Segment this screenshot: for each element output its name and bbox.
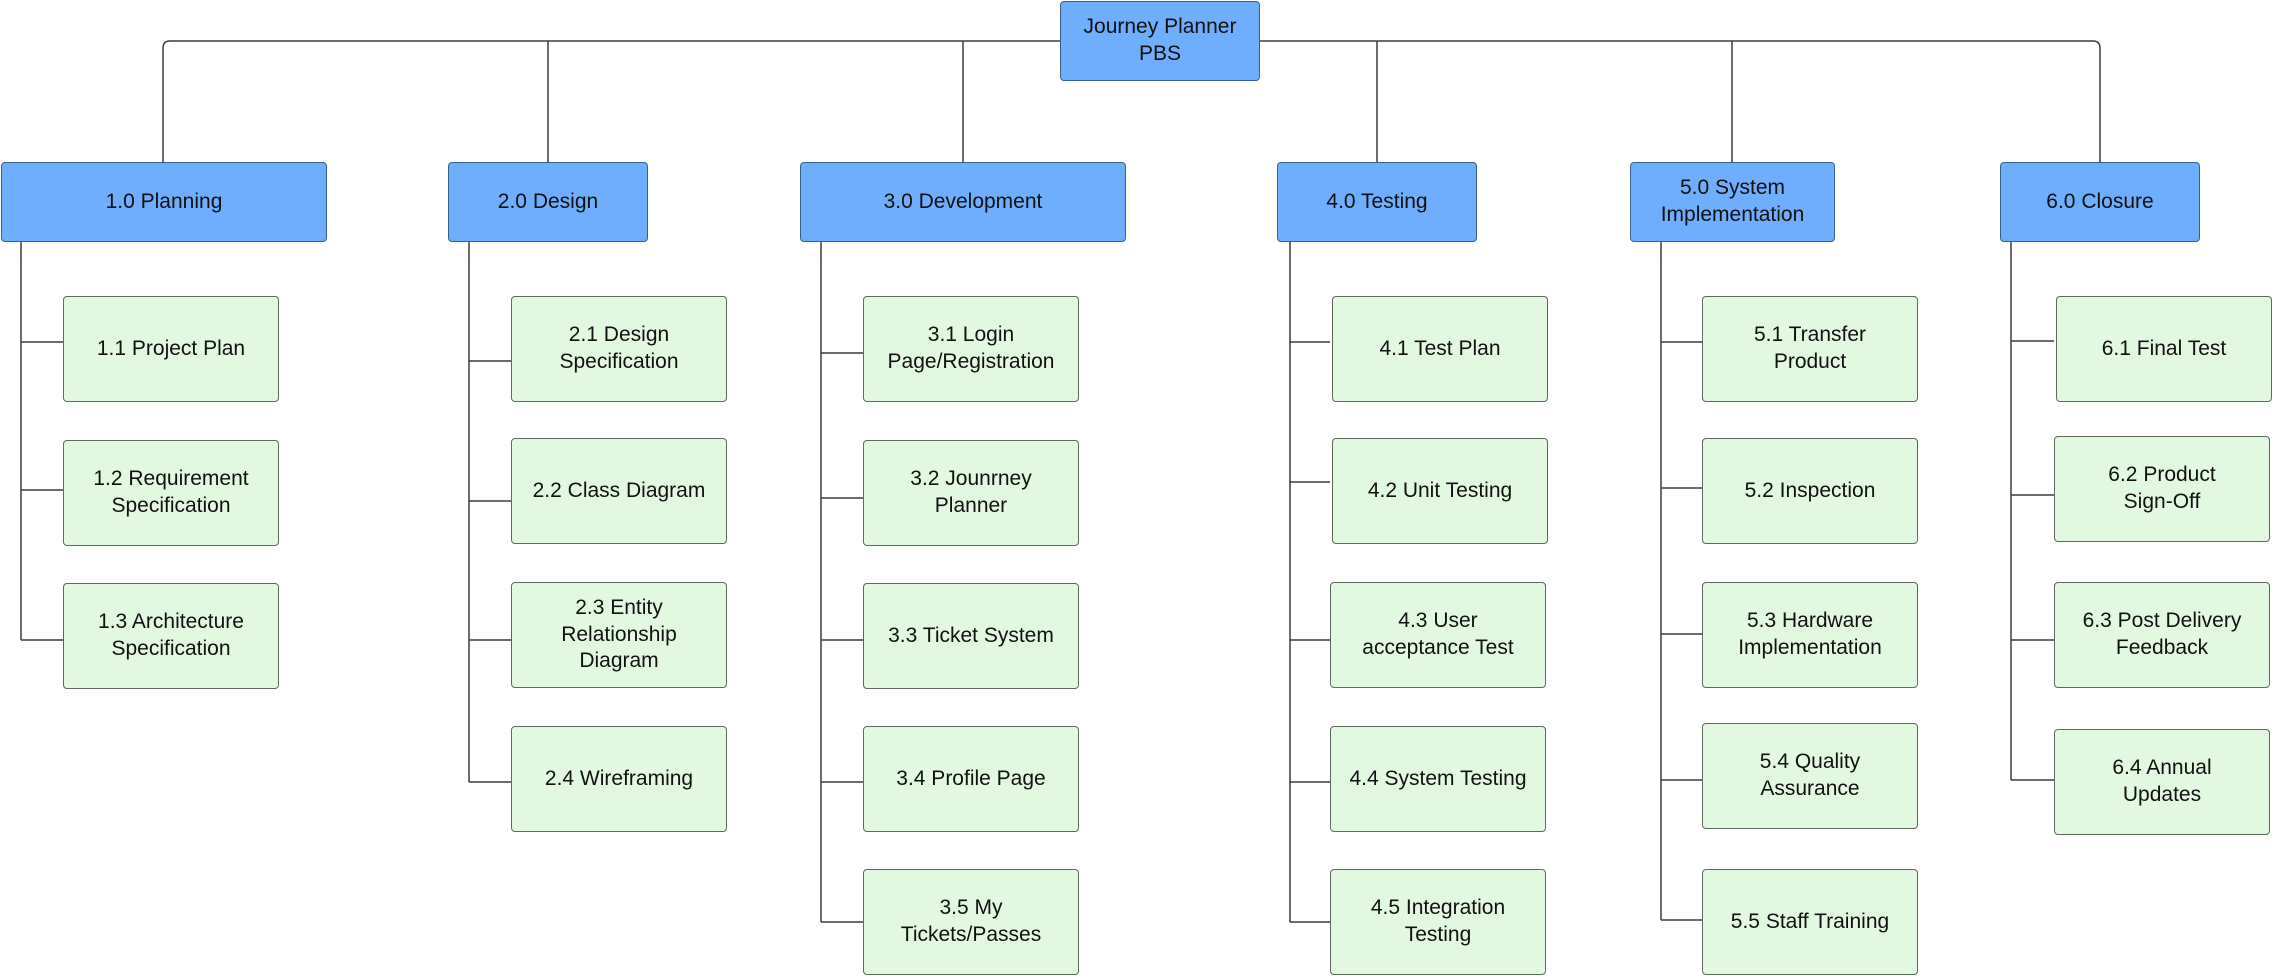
task-label: 6.2 Product Sign-Off xyxy=(2108,463,2216,513)
phase-label: 4.0 Testing xyxy=(1326,189,1428,213)
task-label: 3.3 Ticket System xyxy=(888,623,1054,647)
task-node: 6.3 Post Delivery Feedback xyxy=(2054,582,2270,688)
task-node: 5.3 Hardware Implementation xyxy=(1702,582,1918,688)
phase-node-closure: 6.0 Closure xyxy=(2000,162,2200,242)
task-node: 3.5 My Tickets/Passes xyxy=(863,869,1079,975)
task-label: 4.5 Integration Testing xyxy=(1370,896,1506,946)
task-label: 5.1 Transfer Product xyxy=(1753,323,1867,373)
task-node: 2.4 Wireframing xyxy=(511,726,727,832)
task-label: 3.5 My Tickets/Passes xyxy=(900,896,1042,946)
task-node: 1.2 Requirement Specification xyxy=(63,440,279,546)
task-node: 3.4 Profile Page xyxy=(863,726,1079,832)
task-node: 2.3 Entity Relationship Diagram xyxy=(511,582,727,688)
task-label: 4.3 User acceptance Test xyxy=(1362,609,1514,659)
task-node: 3.2 Jounrney Planner xyxy=(863,440,1079,546)
task-node: 6.2 Product Sign-Off xyxy=(2054,436,2270,542)
task-node: 4.1 Test Plan xyxy=(1332,296,1548,402)
task-label: 3.2 Jounrney Planner xyxy=(910,467,1032,517)
task-node: 4.3 User acceptance Test xyxy=(1330,582,1546,688)
task-label: 1.2 Requirement Specification xyxy=(93,467,249,517)
task-label: 2.2 Class Diagram xyxy=(532,478,706,502)
phase-node-system-implementation: 5.0 System Implementation xyxy=(1630,162,1835,242)
phase-label: 1.0 Planning xyxy=(105,189,223,213)
task-node: 5.1 Transfer Product xyxy=(1702,296,1918,402)
task-label: 1.3 Architecture Specification xyxy=(98,610,244,660)
root-node-label: Journey Planner PBS xyxy=(1083,15,1237,65)
task-node: 1.3 Architecture Specification xyxy=(63,583,279,689)
task-label: 5.5 Staff Training xyxy=(1730,909,1890,933)
task-node: 5.2 Inspection xyxy=(1702,438,1918,544)
task-node: 6.4 Annual Updates xyxy=(2054,729,2270,835)
task-node: 4.2 Unit Testing xyxy=(1332,438,1548,544)
task-label: 4.1 Test Plan xyxy=(1379,336,1501,360)
phase-label: 3.0 Development xyxy=(883,189,1043,213)
task-node: 2.2 Class Diagram xyxy=(511,438,727,544)
task-label: 2.4 Wireframing xyxy=(544,766,694,790)
phase-node-design: 2.0 Design xyxy=(448,162,648,242)
task-label: 2.3 Entity Relationship Diagram xyxy=(561,595,677,673)
task-node: 1.1 Project Plan xyxy=(63,296,279,402)
phase-label: 2.0 Design xyxy=(497,189,599,213)
task-label: 4.2 Unit Testing xyxy=(1367,478,1513,502)
task-label: 5.2 Inspection xyxy=(1744,478,1876,502)
task-node: 4.5 Integration Testing xyxy=(1330,869,1546,975)
task-label: 6.4 Annual Updates xyxy=(2112,756,2212,806)
root-node: Journey Planner PBS xyxy=(1060,1,1260,81)
task-label: 5.4 Quality Assurance xyxy=(1759,750,1861,800)
task-node: 2.1 Design Specification xyxy=(511,296,727,402)
task-label: 6.1 Final Test xyxy=(2101,336,2227,360)
task-label: 3.1 Login Page/Registration xyxy=(887,323,1055,373)
task-node: 4.4 System Testing xyxy=(1330,726,1546,832)
task-label: 5.3 Hardware Implementation xyxy=(1738,609,1882,659)
phase-node-development: 3.0 Development xyxy=(800,162,1126,242)
task-node: 5.4 Quality Assurance xyxy=(1702,723,1918,829)
phase-node-planning: 1.0 Planning xyxy=(1,162,327,242)
task-node: 5.5 Staff Training xyxy=(1702,869,1918,975)
task-label: 1.1 Project Plan xyxy=(96,336,246,360)
phase-label: 6.0 Closure xyxy=(2046,189,2154,213)
task-label: 2.1 Design Specification xyxy=(559,323,679,373)
phase-node-testing: 4.0 Testing xyxy=(1277,162,1477,242)
task-label: 6.3 Post Delivery Feedback xyxy=(2082,609,2242,659)
task-node: 6.1 Final Test xyxy=(2056,296,2272,402)
task-node: 3.3 Ticket System xyxy=(863,583,1079,689)
task-node: 3.1 Login Page/Registration xyxy=(863,296,1079,402)
phase-label: 5.0 System Implementation xyxy=(1660,176,1805,226)
task-label: 3.4 Profile Page xyxy=(896,766,1046,790)
task-label: 4.4 System Testing xyxy=(1349,766,1527,790)
